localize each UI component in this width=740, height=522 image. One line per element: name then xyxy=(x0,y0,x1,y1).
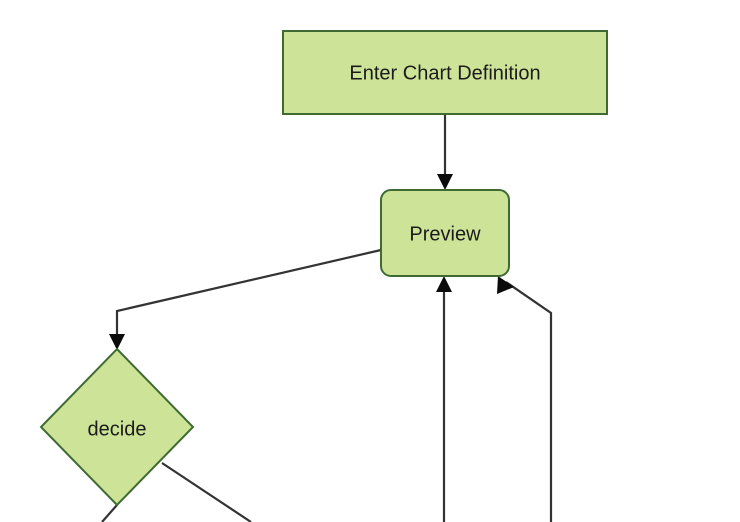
node-label: Enter Chart Definition xyxy=(349,62,540,84)
arrowhead-down-icon xyxy=(437,174,453,190)
edge-decide-bottom-right xyxy=(161,462,252,522)
edge-enter-chart-definition-to-preview xyxy=(437,114,453,190)
edge-decide-bottom-left xyxy=(101,504,118,522)
node-layer: Enter Chart Definition Preview decide xyxy=(39,30,608,507)
node-rounded-rectangle-shape[interactable] xyxy=(380,189,510,277)
node-label: decide xyxy=(88,418,147,440)
node-label: Preview xyxy=(409,223,481,245)
node-diamond-shape[interactable] xyxy=(39,347,195,507)
node-enter-chart-definition[interactable]: Enter Chart Definition xyxy=(282,30,608,115)
edge-bottom-right-to-preview xyxy=(497,276,553,522)
arrowhead-down-icon xyxy=(109,334,125,350)
node-decide[interactable]: decide xyxy=(39,347,195,507)
edge-line xyxy=(161,462,252,522)
edge-line xyxy=(505,281,553,522)
edge-layer xyxy=(101,114,553,522)
arrowhead-up-icon xyxy=(436,276,452,292)
edge-line xyxy=(101,504,118,522)
node-rectangle-shape[interactable] xyxy=(282,30,608,115)
edge-preview-to-decide xyxy=(109,248,382,350)
edge-line xyxy=(115,248,382,340)
edge-bottom-center-to-preview xyxy=(436,276,452,522)
arrowhead-up-left-icon xyxy=(497,276,514,294)
node-preview[interactable]: Preview xyxy=(380,189,510,277)
